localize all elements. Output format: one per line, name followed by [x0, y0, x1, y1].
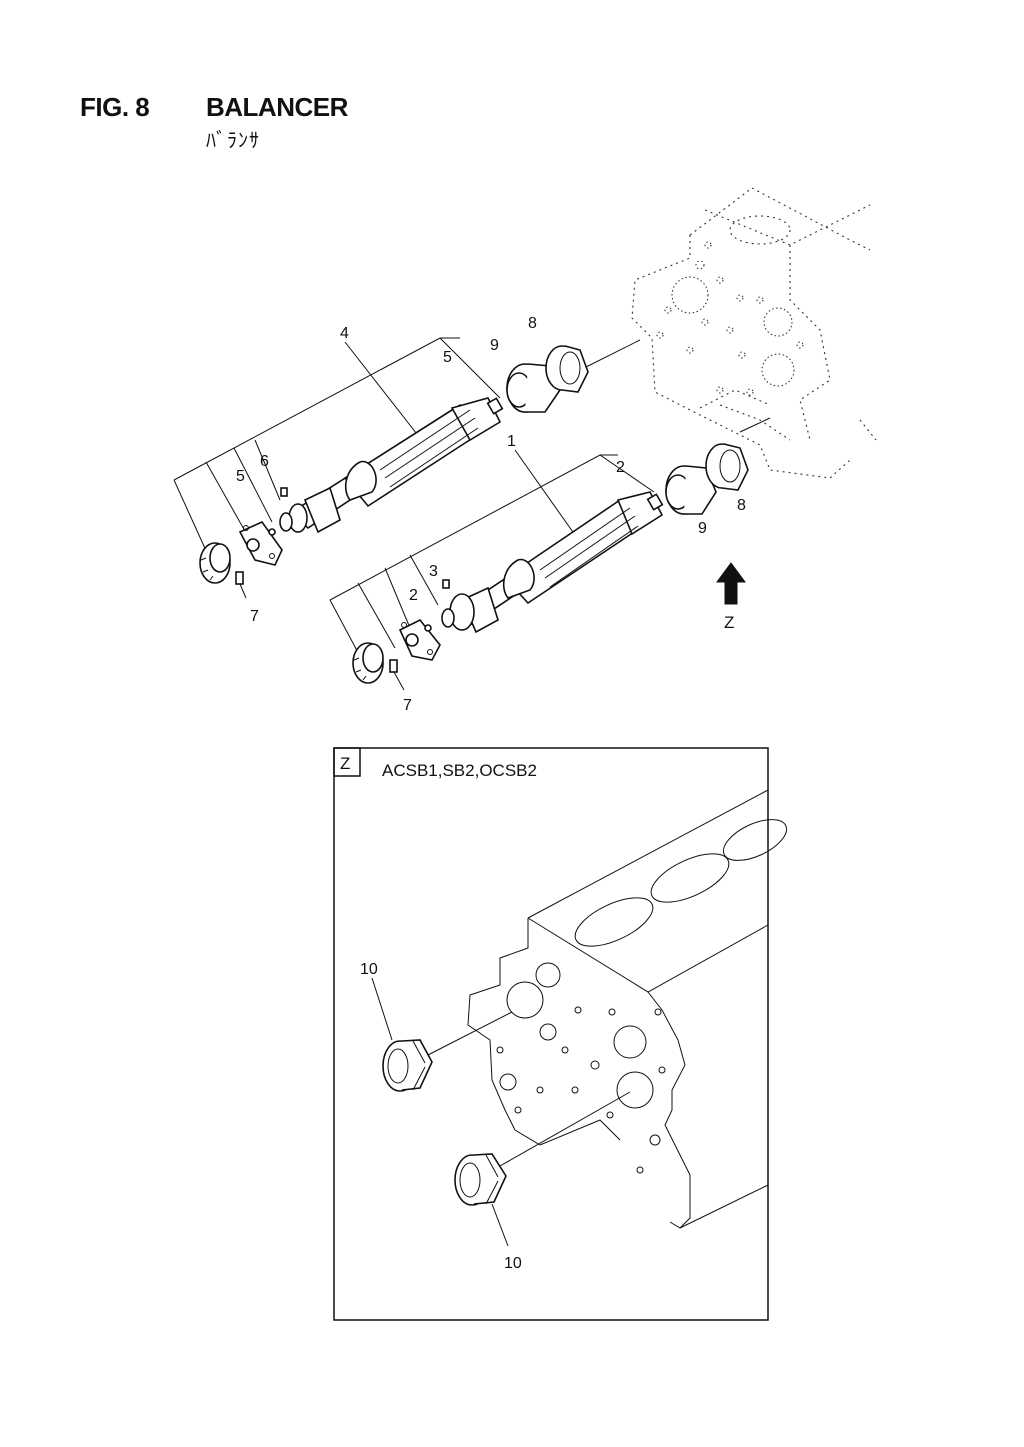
callout-7-upper: 7 [250, 608, 259, 625]
leader-10-upper [371, 977, 393, 1041]
figure-number: FIG. 8 [80, 92, 150, 122]
detail-view-label: Z [340, 754, 350, 773]
callout-6: 6 [260, 453, 269, 470]
callout-8-upper: 8 [528, 315, 537, 332]
callout-10-upper: 10 [360, 961, 378, 978]
detail-models-label: ACSB1,SB2,OCSB2 [382, 761, 537, 780]
callout-5-upper-left: 5 [236, 468, 245, 485]
callout-5-upper-right: 5 [443, 349, 452, 366]
callout-7-lower: 7 [403, 697, 412, 714]
engine-block-detail [467, 789, 788, 1229]
figure-title: BALANCER [206, 92, 348, 122]
figure-subtitle: ﾊﾞﾗﾝｻ [206, 130, 260, 152]
lower-balancer-assembly [329, 417, 771, 691]
callout-9-lower: 9 [698, 520, 707, 537]
callout-4: 4 [340, 325, 349, 342]
callout-3: 3 [429, 563, 438, 580]
view-z-arrow [716, 562, 746, 605]
view-z-label: Z [724, 613, 734, 632]
upper-balancer-assembly [173, 337, 641, 599]
callout-2-lower-left: 2 [409, 587, 418, 604]
callout-10-lower: 10 [504, 1255, 522, 1272]
detail-view-z-box [333, 747, 769, 1321]
plug-upper [382, 1011, 513, 1092]
callout-1: 1 [507, 433, 516, 450]
callout-9-upper: 9 [490, 337, 499, 354]
plug-lower [454, 1091, 631, 1247]
callout-2-lower-right: 2 [616, 459, 625, 476]
callout-8-lower: 8 [737, 497, 746, 514]
engine-block-upper [631, 187, 877, 479]
